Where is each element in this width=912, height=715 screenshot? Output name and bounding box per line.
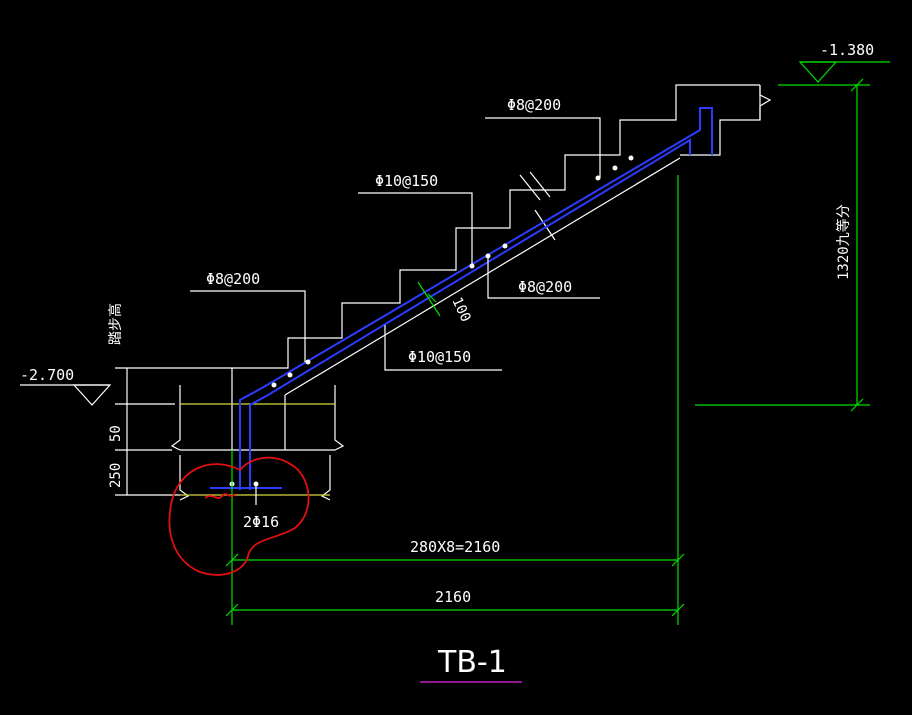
rebar-dot: [502, 243, 508, 249]
dim-steps-tick-right: [671, 553, 685, 567]
rebar-top-stirrup-label: Φ8@200: [507, 96, 561, 114]
slab-thickness-label: 100: [448, 295, 473, 325]
foundation-left-break: [170, 385, 181, 451]
dim-total-tick-left: [225, 603, 239, 617]
height-tick-top: [850, 78, 864, 92]
rebar-dots: [229, 155, 634, 487]
dim-total-tick-right: [671, 603, 685, 617]
leader-upper-main: [358, 192, 473, 266]
rebar-mid-dist-label: Φ8@200: [518, 278, 572, 296]
elevation-bottom-label: -2.700: [20, 366, 74, 384]
footing-left-edge: [179, 455, 190, 501]
bottom-dimensions: [225, 175, 685, 625]
stair-soffit-line: [284, 157, 681, 396]
rebar-main-top: [249, 138, 691, 490]
height-dimension: [695, 78, 870, 412]
step-height-label: 踏步高: [107, 303, 124, 345]
leader-lower-stirrup: [190, 290, 306, 362]
left-dimensions: [115, 367, 232, 496]
markup-circle: [168, 456, 310, 576]
elevation-top: [798, 61, 890, 83]
stair-steps-outline: [231, 84, 760, 405]
dim-250-label: 250: [108, 463, 124, 488]
leader-lines: [190, 117, 601, 505]
elev-top-triangle: [798, 61, 838, 83]
rebar-lower-main-label: Φ10@150: [408, 348, 471, 366]
rebar-dot: [271, 382, 277, 388]
dim-total-label: 2160: [435, 588, 471, 606]
slab-thickness-tick: [427, 293, 437, 303]
height-tick-bottom: [850, 398, 864, 412]
leader-top-stirrup: [485, 117, 601, 178]
rebar-upper-main-label: Φ10@150: [375, 172, 438, 190]
stair-outline: [170, 84, 772, 501]
elevation-top-label: -1.380: [820, 41, 874, 59]
rebar-main-bottom: [239, 107, 713, 490]
markup-scribble: [204, 493, 236, 499]
rebar-layout: [210, 107, 713, 490]
mid-break-symbol: [519, 171, 556, 241]
foundation-lines: [180, 403, 335, 496]
height-dim-label: 1320九等分: [835, 204, 852, 280]
slab-thickness-dim: [417, 281, 441, 317]
rebar-dot: [612, 165, 618, 171]
rebar-dot: [287, 372, 293, 378]
dim-steps-tick-left: [225, 553, 239, 567]
rebar-dot: [305, 359, 311, 365]
rebar-dot: [595, 175, 601, 181]
red-markup: [168, 456, 310, 576]
leader-mid-dist: [487, 256, 600, 299]
dim-50-label: 50: [108, 425, 124, 442]
slab-thickness-line: [417, 281, 441, 317]
top-break-symbol: [759, 85, 772, 120]
top-landing-step: [680, 85, 761, 156]
drawing-title: TB-1: [437, 645, 507, 680]
dim-steps-label: 280X8=2160: [410, 538, 500, 556]
rebar-dot: [628, 155, 634, 161]
elevation-bottom: [20, 384, 112, 406]
rebar-base-label: 2Φ16: [243, 513, 279, 531]
leader-lower-main: [384, 325, 502, 371]
rebar-lower-stirrup-label: Φ8@200: [206, 270, 260, 288]
footing-right-edge: [320, 455, 331, 501]
foundation-right-break: [334, 385, 345, 451]
elev-bottom-triangle: [72, 384, 112, 406]
